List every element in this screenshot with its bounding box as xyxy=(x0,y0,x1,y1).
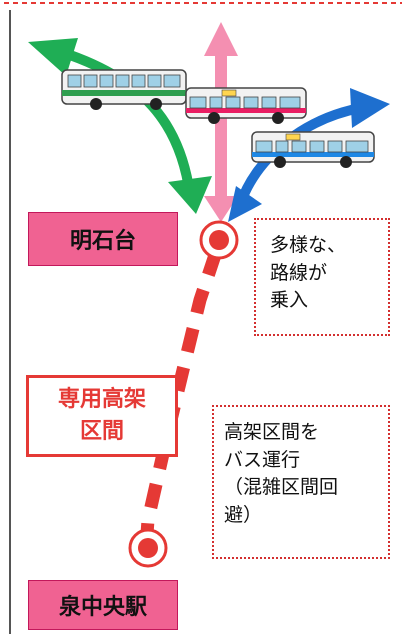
note-top-line-3: 乗入 xyxy=(270,289,309,312)
note-bottom-line-3: （混雑区間回 xyxy=(224,476,339,499)
note-elevated-bus: 高架区間を バス運行 （混雑区間回 避） xyxy=(212,405,390,559)
note-bottom-line-1: 高架区間を xyxy=(224,421,320,443)
note-various-routes: 多様な、 路線が 乗入 xyxy=(254,218,390,336)
station-marker-top-icon xyxy=(199,220,239,260)
bus-green-icon xyxy=(61,69,187,110)
bus-pink-icon xyxy=(185,87,307,124)
green-route-arrow-icon xyxy=(28,38,212,214)
note-bottom-line-4: 避） xyxy=(224,503,263,526)
bus-blue-icon xyxy=(251,131,375,168)
station-label-bottom: 泉中央駅 xyxy=(28,580,178,630)
elevated-section-label: 専用高架 区間 xyxy=(26,375,178,457)
elevated-section-line1: 専用高架 xyxy=(57,387,146,413)
note-top-line-2: 路線が xyxy=(270,261,328,284)
pink-route-arrow-icon xyxy=(204,22,238,222)
station-label-top: 明石台 xyxy=(28,212,178,266)
note-top-line-1: 多様な、 xyxy=(270,234,347,256)
station-marker-bottom-icon xyxy=(128,528,168,568)
elevated-section-line2: 区間 xyxy=(79,419,124,444)
note-bottom-line-2: バス運行 xyxy=(224,448,301,471)
